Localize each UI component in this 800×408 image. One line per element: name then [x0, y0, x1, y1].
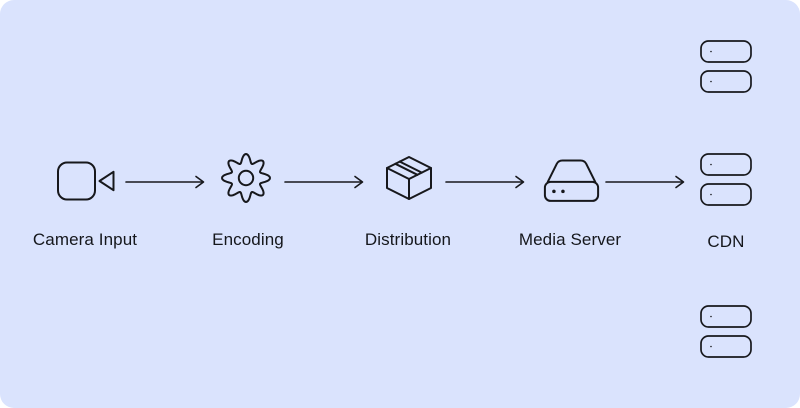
cdn-server-node [700, 335, 752, 363]
media-server-icon [543, 157, 600, 203]
cdn-server-node [700, 183, 752, 211]
stage-label-encoding: Encoding [212, 230, 284, 249]
stage-label-camera-input: Camera Input [32, 230, 138, 249]
gear-icon [219, 151, 273, 205]
arrow-encoding-to-distribution [284, 174, 366, 195]
cdn-server-node [700, 70, 752, 98]
stage-label-media-server: Media Server [518, 230, 622, 249]
cdn-server-node [700, 40, 752, 68]
stage-label-cdn: CDN [707, 232, 745, 251]
arrow-camera-to-encoding [125, 174, 207, 195]
stage-label-distribution: Distribution [364, 230, 452, 249]
arrow-distribution-to-mediaserver [445, 174, 527, 195]
cdn-server-node [700, 305, 752, 333]
package-box-icon [384, 155, 434, 201]
cdn-server-node [700, 153, 752, 181]
video-camera-icon [56, 161, 116, 201]
arrow-mediaserver-to-cdn [605, 174, 687, 195]
